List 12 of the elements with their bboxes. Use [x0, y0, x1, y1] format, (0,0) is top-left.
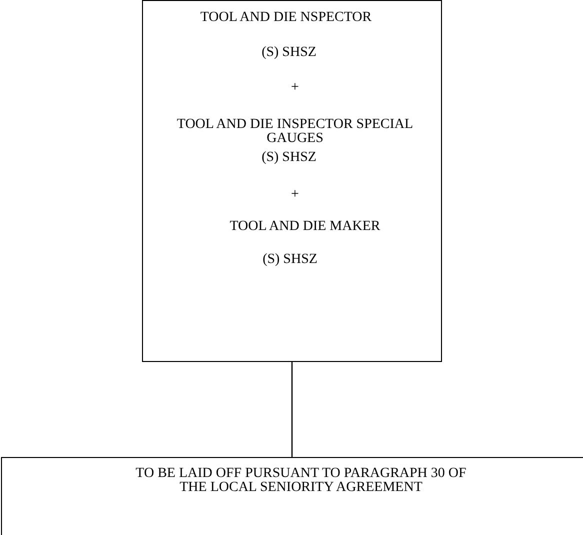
box-text: (S) SHSZ	[262, 253, 318, 267]
box-text: TO BE LAID OFF PURSUANT TO PARAGRAPH 30 OF THE LOCAL SENIORITY AGREEMENT	[134, 467, 468, 495]
connector-line	[291, 362, 293, 457]
box-text: TOOL AND DIE NSPECTOR	[199, 11, 373, 25]
box-text: TOOL AND DIE MAKER	[228, 220, 382, 234]
text-box	[1, 457, 583, 535]
box-text: (S) SHSZ	[260, 46, 318, 60]
box-text: +	[290, 81, 300, 95]
text-box	[142, 0, 442, 362]
box-text: +	[290, 188, 300, 202]
box-text: (S) SHSZ	[260, 151, 318, 165]
box-text: TOOL AND DIE INSPECTOR SPECIAL GAUGES	[176, 118, 414, 146]
